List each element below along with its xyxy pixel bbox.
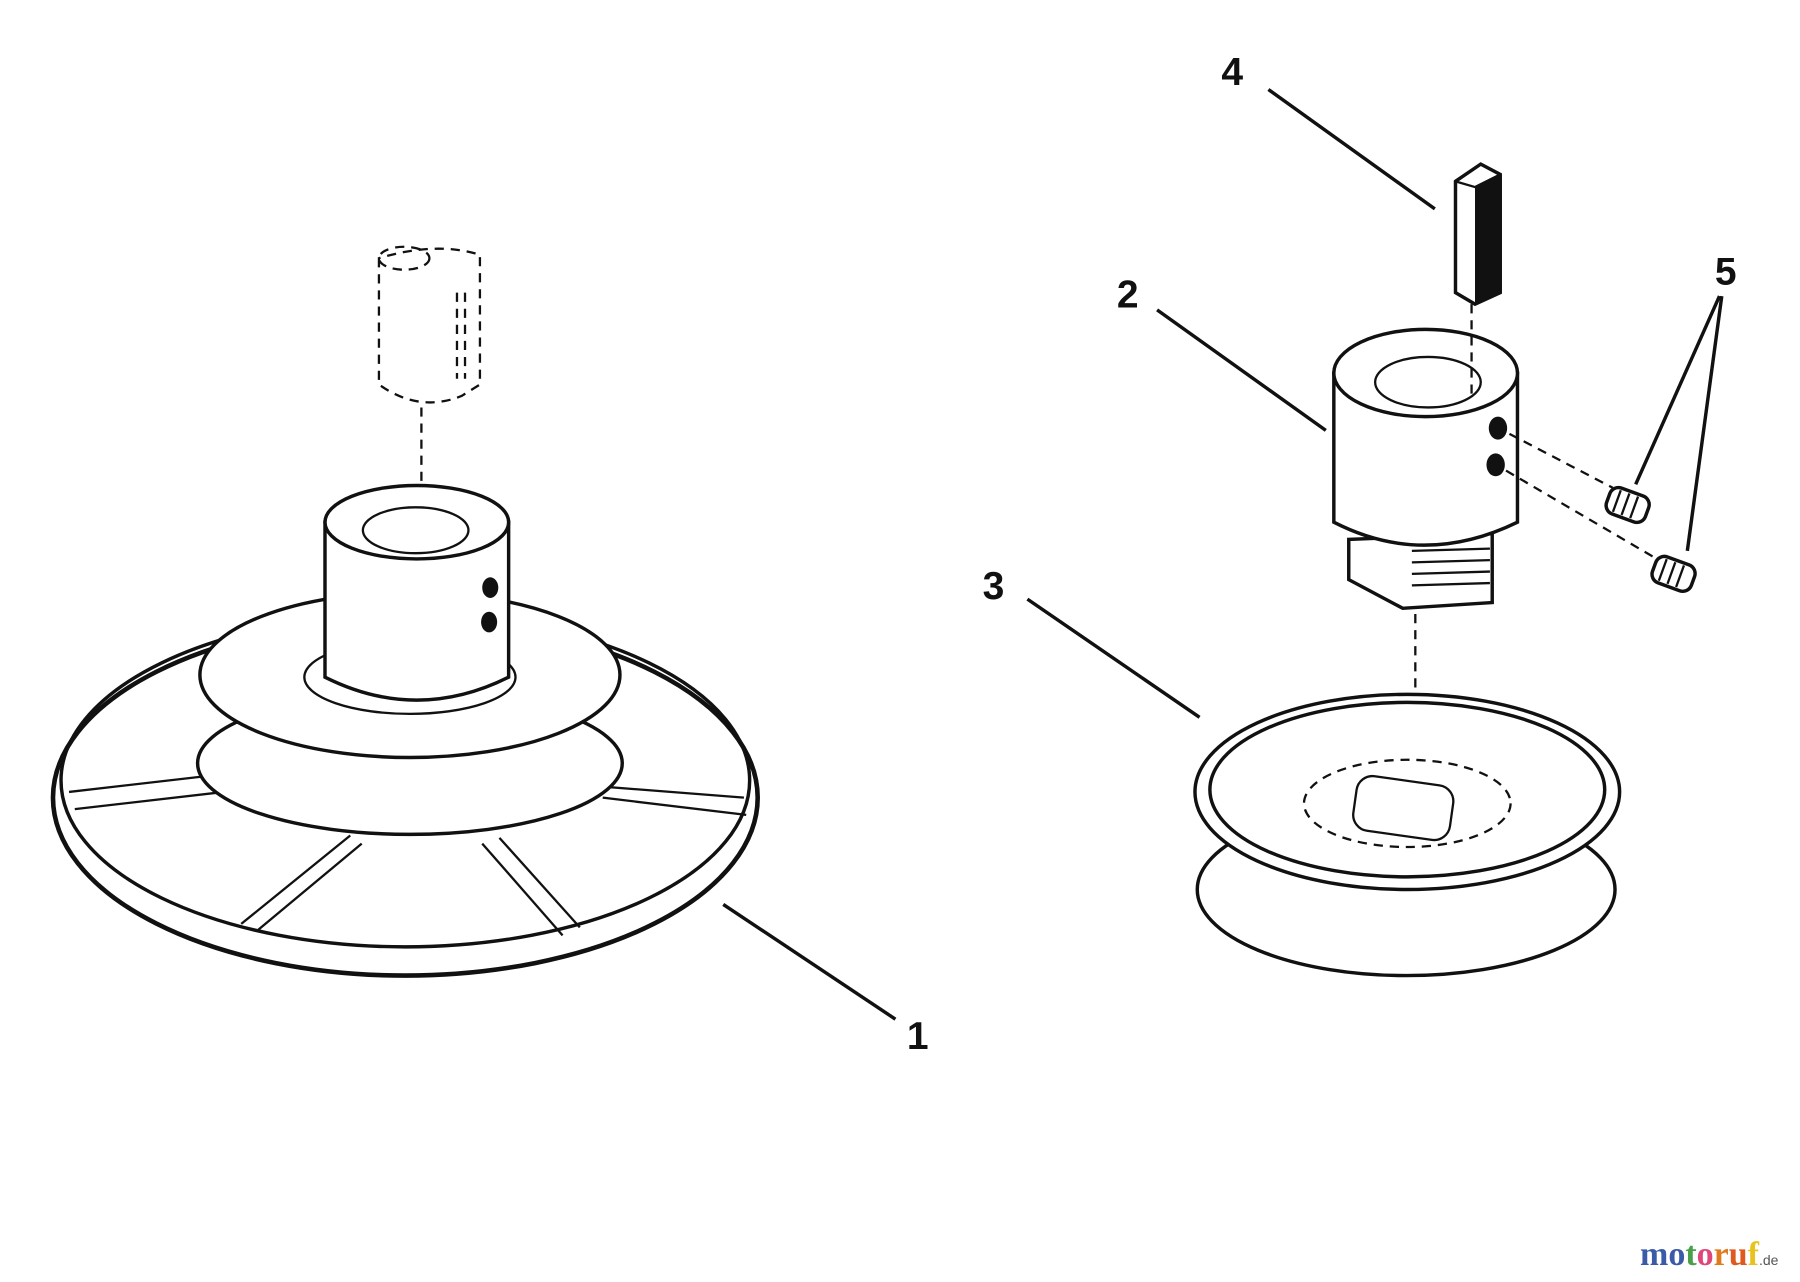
callout-2: 2 xyxy=(1117,274,1139,317)
watermark-letter: o xyxy=(1668,1236,1686,1273)
watermark-tld: .de xyxy=(1759,1252,1779,1268)
watermark-letter: r xyxy=(1713,1236,1729,1273)
callout-5: 5 xyxy=(1715,251,1737,294)
part-5-set-screws[interactable] xyxy=(1604,485,1698,594)
watermark-letter: f xyxy=(1747,1236,1759,1273)
watermark-letter: m xyxy=(1640,1236,1669,1273)
watermark-letter: u xyxy=(1728,1236,1748,1273)
watermark-logo: motoruf.de xyxy=(1640,1236,1778,1274)
watermark-letter: t xyxy=(1685,1236,1697,1273)
part-2-hub[interactable] xyxy=(1332,304,1654,611)
watermark-letter: o xyxy=(1696,1236,1714,1273)
leader-lines xyxy=(722,88,1724,1021)
callout-4: 4 xyxy=(1221,51,1243,94)
watermark-letters: motoruf xyxy=(1640,1236,1759,1273)
callout-3: 3 xyxy=(983,565,1005,608)
part-3-pulley[interactable] xyxy=(1193,614,1622,978)
part-4-key[interactable] xyxy=(1453,162,1502,307)
part-1-variable-pulley[interactable] xyxy=(50,245,760,978)
callout-1: 1 xyxy=(907,1015,929,1058)
